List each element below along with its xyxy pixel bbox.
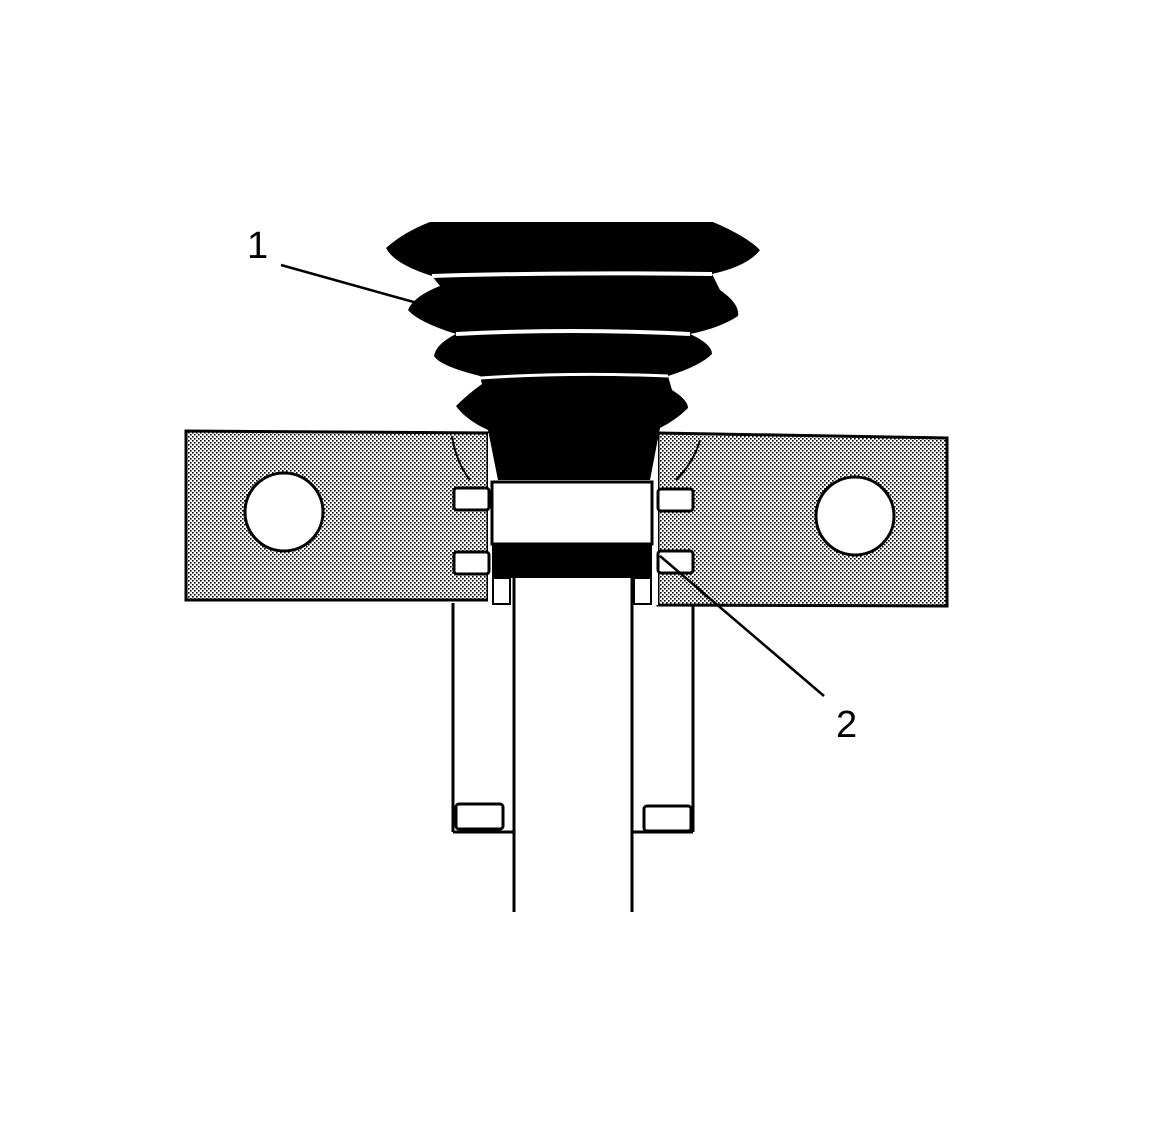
seal-ring-lower-left bbox=[452, 550, 491, 576]
callout-1-label: 1 bbox=[247, 225, 268, 267]
seal-rings bbox=[452, 486, 695, 576]
housing-right-half bbox=[656, 431, 949, 608]
mounting-hole-right bbox=[814, 475, 896, 557]
seal-black-band bbox=[492, 544, 652, 578]
mounting-hole-left bbox=[243, 471, 325, 553]
seal-ring-lower-right bbox=[656, 549, 695, 575]
piston-rod bbox=[512, 578, 634, 912]
lower-bushing-left bbox=[454, 802, 505, 831]
bearing-sleeve bbox=[490, 480, 654, 578]
lower-bushing-right bbox=[642, 804, 693, 833]
callout-2-label: 2 bbox=[836, 704, 857, 746]
mounting-housing bbox=[184, 429, 949, 608]
housing-left-half bbox=[184, 429, 490, 602]
bellows-body bbox=[386, 222, 760, 480]
sleeve-white-band bbox=[490, 480, 654, 546]
seal-ring-upper-right bbox=[656, 487, 695, 513]
leader-line-2 bbox=[659, 555, 825, 697]
guide-tube bbox=[451, 603, 695, 834]
leader-line-1 bbox=[280, 263, 429, 308]
dust-boot-bellows bbox=[386, 222, 760, 480]
seal-ring-upper-left bbox=[452, 486, 491, 512]
